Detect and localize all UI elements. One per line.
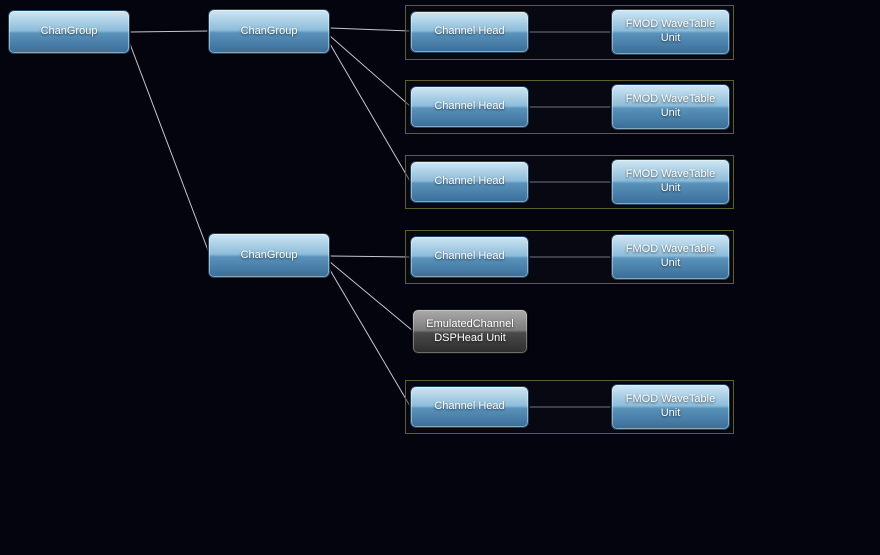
edge-lower-to-channel-head-4 [329,255,411,258]
edge-lower-to-emulated [329,261,414,332]
edge-upper-to-channel-head-1 [329,27,411,32]
node-channel-head-2[interactable]: Channel Head [410,86,529,128]
node-label: Channel Head [434,400,505,413]
edge-upper-to-channel-head-3 [329,43,411,182]
node-label: Channel Head [434,100,505,113]
node-wavetable-unit-5[interactable]: FMOD WaveTable Unit [611,384,730,430]
node-label: FMOD WaveTable Unit [625,393,716,419]
node-label: ChanGroup [240,24,298,37]
node-changroup-root[interactable]: ChanGroup [8,10,130,54]
node-label: ChanGroup [240,248,298,261]
node-changroup-upper[interactable]: ChanGroup [208,9,330,54]
node-channel-head-1[interactable]: Channel Head [410,11,529,53]
node-wavetable-unit-3[interactable]: FMOD WaveTable Unit [611,159,730,205]
edge-upper-to-channel-head-2 [329,35,411,107]
node-label: Channel Head [434,175,505,188]
node-channel-head-4[interactable]: Channel Head [410,236,529,278]
node-wavetable-unit-4[interactable]: FMOD WaveTable Unit [611,234,730,280]
node-label: Channel Head [434,25,505,38]
node-label: FMOD WaveTable Unit [625,18,716,44]
node-channel-head-5[interactable]: Channel Head [410,386,529,428]
node-label: FMOD WaveTable Unit [625,243,716,269]
node-label: Channel Head [434,250,505,263]
node-changroup-lower[interactable]: ChanGroup [208,233,330,278]
node-label: FMOD WaveTable Unit [625,168,716,194]
edge-lower-to-channel-head-5 [329,269,411,407]
edge-root-to-lower-changroup [129,43,210,254]
node-emulated-channel-dsphead[interactable]: EmulatedChannel DSPHead Unit [412,309,528,354]
node-label: FMOD WaveTable Unit [625,93,716,119]
node-channel-head-3[interactable]: Channel Head [410,161,529,203]
node-wavetable-unit-2[interactable]: FMOD WaveTable Unit [611,84,730,130]
node-label: EmulatedChannel DSPHead Unit [426,317,514,344]
edge-root-to-upper-changroup [129,30,210,33]
node-label: ChanGroup [40,25,98,38]
node-wavetable-unit-1[interactable]: FMOD WaveTable Unit [611,9,730,55]
